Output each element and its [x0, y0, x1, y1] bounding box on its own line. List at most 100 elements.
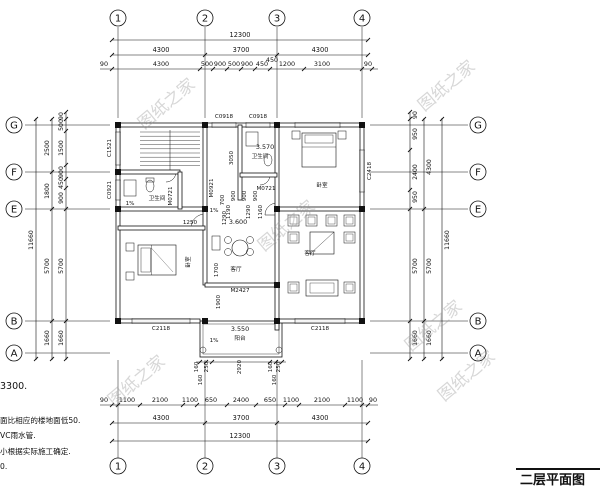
dim-tick	[421, 206, 427, 212]
label-bath-b: 卫生间	[149, 194, 166, 202]
wall-balcony-top	[204, 282, 278, 288]
dim-top-row1: 3700	[233, 46, 250, 54]
axis-bubble-3	[268, 9, 286, 27]
dim-tick	[49, 169, 55, 175]
wall-bedroom-top	[117, 225, 206, 231]
balcony-outline	[199, 320, 283, 358]
dim-right-inner: 950	[412, 128, 419, 140]
dim-bottom-row1: 2400	[233, 396, 249, 404]
wall-bath-mid-bottom	[239, 172, 278, 178]
label-balcony-dim: 160	[194, 361, 200, 372]
chair-seat	[345, 233, 354, 242]
chair-seat	[289, 216, 298, 225]
dim-tick	[359, 402, 365, 408]
chair	[343, 281, 356, 294]
axis-label-F: F	[11, 168, 17, 179]
dim-tick	[279, 359, 285, 365]
dim-top-row2: 450	[256, 60, 268, 68]
dim-tick	[109, 37, 115, 43]
dim-tick	[210, 66, 216, 72]
axis-bubble-1	[109, 9, 127, 27]
label-balcony-dim: 250	[204, 361, 210, 372]
column	[115, 318, 121, 324]
table-diag	[309, 231, 335, 255]
dim-tick	[407, 116, 413, 122]
dim-tick	[33, 116, 39, 122]
dim-top-small: 450	[266, 56, 278, 64]
dim-top-row2: 90	[364, 60, 372, 68]
dim-bottom-row1: 1100	[347, 396, 363, 404]
label-m0721-a: M0721	[256, 186, 276, 192]
axis-label-3: 3	[274, 14, 280, 25]
stool	[224, 248, 232, 256]
label-pct-b: 1%	[210, 208, 219, 214]
dim-tick	[407, 356, 413, 362]
watermark: 图纸之家	[401, 297, 466, 356]
dim-tick	[224, 402, 230, 408]
dim-tick	[197, 66, 203, 72]
axis-label-1: 1	[115, 14, 121, 25]
wall-bath-right	[177, 171, 183, 210]
dim-tick	[407, 187, 413, 193]
chair-seat	[327, 216, 336, 225]
dim-tick	[282, 402, 288, 408]
bed-frame	[301, 132, 337, 168]
label-bath-a: 卫生间	[252, 152, 269, 160]
chair	[287, 214, 300, 227]
label-pct-a: 1%	[126, 201, 135, 207]
label-dim-small: 1290	[246, 204, 252, 219]
balcony-inner	[202, 323, 280, 355]
label-c0921: C0921	[107, 180, 113, 199]
dim-bottom-row2: 3700	[233, 414, 250, 422]
dim-bottom-row2: 4300	[312, 414, 329, 422]
label-dim-small: 900	[242, 190, 248, 201]
column	[202, 318, 208, 324]
balcony	[199, 320, 283, 358]
label-bedroom-a: 卧室	[184, 256, 192, 268]
column	[274, 206, 280, 212]
dim-tick	[33, 356, 39, 362]
chair	[343, 214, 356, 227]
nightstand	[291, 130, 301, 140]
nightstand	[125, 242, 135, 252]
dim-bottom-row2: 4300	[153, 414, 170, 422]
axis-bubble-E	[469, 200, 487, 218]
dim-top-row2: 90	[100, 60, 108, 68]
dim-tick	[407, 318, 413, 324]
chair	[287, 231, 300, 244]
dim-tick	[365, 420, 371, 426]
dim-tick	[194, 402, 200, 408]
chair	[343, 231, 356, 244]
dim-tick	[203, 359, 209, 365]
label-dim-small: 1290	[222, 210, 228, 225]
dim-right-inner: 950	[412, 191, 419, 203]
dim-tick	[115, 402, 121, 408]
dim-bottom-row1: 90	[100, 396, 108, 404]
dim-right-inner: 1660	[412, 330, 419, 346]
dim-right-mid: 5700	[426, 258, 433, 274]
dim-bottom-row1: 2100	[152, 396, 168, 404]
nightstand	[337, 130, 347, 140]
dim-left-mid: 5700	[44, 258, 51, 274]
dim-tick	[301, 66, 307, 72]
dim-tick	[253, 402, 259, 408]
chair-seat	[307, 216, 316, 225]
pillow	[304, 134, 334, 144]
axis-label-1: 1	[115, 462, 121, 473]
dim-tick	[238, 66, 244, 72]
dim-left-inner: 90	[58, 112, 65, 120]
dim-left-inner: 900	[58, 192, 65, 204]
dim-tick	[209, 359, 215, 365]
label-c1521: C1521	[107, 138, 113, 157]
axis-bubble-F	[5, 163, 23, 181]
axis-label-G: G	[10, 121, 18, 132]
dim-tick	[109, 402, 115, 408]
column	[115, 206, 121, 212]
dim-tick	[273, 359, 279, 365]
axis-bubble-2	[196, 457, 214, 475]
dim-tick	[365, 402, 371, 408]
label-pct-c: 1%	[210, 338, 219, 344]
toilet	[145, 179, 155, 193]
shower	[245, 131, 259, 147]
axis-bubble-B	[5, 312, 23, 330]
